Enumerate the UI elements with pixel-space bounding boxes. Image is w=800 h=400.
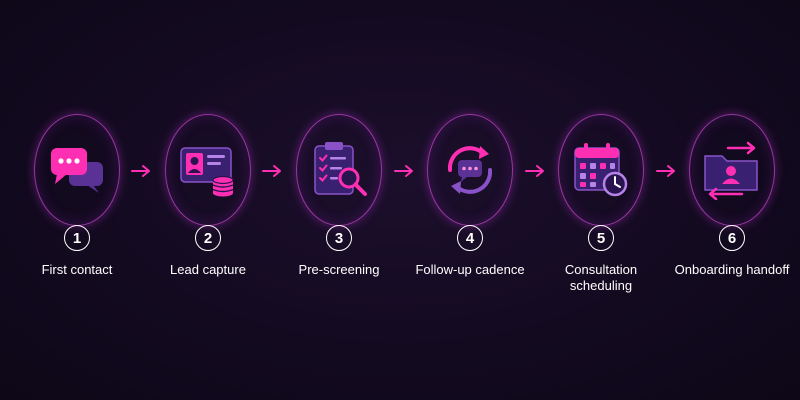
step-number: 1 [64,225,90,251]
step-6: 6 Onboarding handoff [672,114,792,304]
arrow-right-icon [130,163,152,179]
chat-bubbles-icon [47,140,107,200]
arrow-right-icon [261,163,283,179]
step-number: 5 [588,225,614,251]
id-card-database-icon [178,140,238,200]
step-label: Pre-screening [298,262,380,277]
arrow-right-icon [655,163,677,179]
step-label: First contact [41,262,113,277]
clipboard-magnifier-icon [309,140,369,200]
step-2: 2 Lead capture [148,114,268,304]
step-4: 4 Follow-up cadence [410,114,530,304]
arrow-right-icon [524,163,546,179]
step-number: 2 [195,225,221,251]
step-label: Lead capture [170,262,246,277]
step-label: Consultation scheduling [564,262,638,293]
cycle-chat-icon [440,140,500,200]
step-1: 1 First contact [17,114,137,304]
step-5: 5 Consultation scheduling [541,114,661,304]
calendar-clock-icon [571,140,631,200]
arrow-right-icon [393,163,415,179]
step-label: Onboarding handoff [674,262,790,277]
step-label: Follow-up cadence [415,262,525,277]
folder-transfer-icon [702,140,762,200]
step-3: 3 Pre-screening [279,114,399,304]
step-number: 3 [326,225,352,251]
step-number: 6 [719,225,745,251]
step-number: 4 [457,225,483,251]
